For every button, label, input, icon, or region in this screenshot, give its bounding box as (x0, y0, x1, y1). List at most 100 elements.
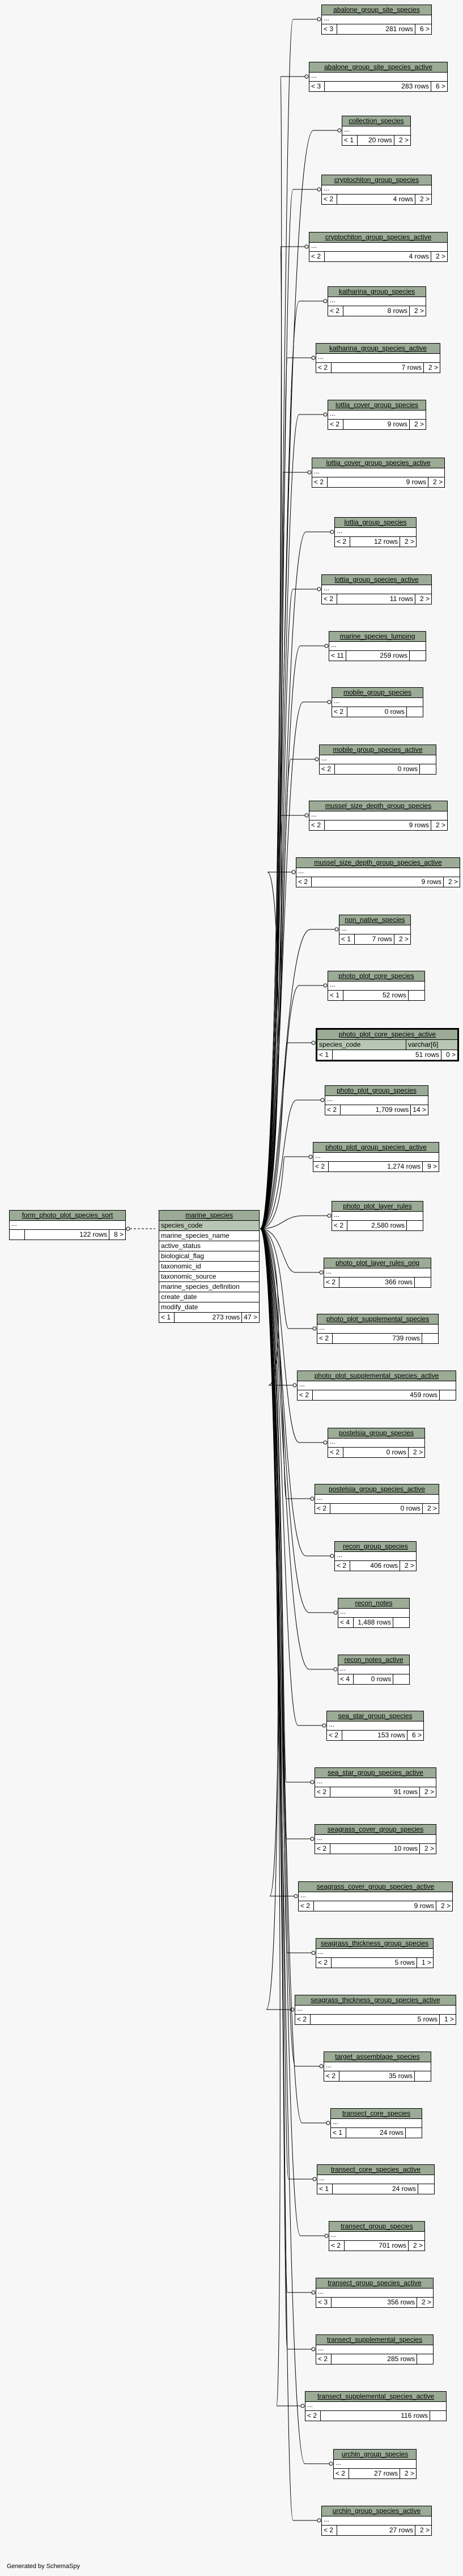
table-seagrass-thickness-group-species-active[interactable]: seagrass_thickness_group_species_active.… (295, 1995, 456, 2025)
table-name[interactable]: photo_plot_layer_rules_orig (324, 1258, 431, 1268)
table-name[interactable]: transect_supplemental_species (316, 2335, 433, 2345)
table-name[interactable]: lottia_cover_group_species (328, 400, 426, 411)
table-seagrass-cover-group-species-active[interactable]: seagrass_cover_group_species_active...< … (298, 1881, 453, 1911)
table-name[interactable]: urchin_group_species_active (322, 2506, 431, 2516)
table-name[interactable]: photo_plot_supplemental_species_active (298, 1371, 456, 1381)
relationship-edge (260, 414, 324, 1229)
table-name[interactable]: cryptochiton_group_species_active (309, 232, 447, 243)
table-name[interactable]: transect_core_species_active (317, 2165, 434, 2175)
table-name[interactable]: marine_species_lumping (329, 632, 426, 642)
table-name[interactable]: transect_group_species (329, 2222, 424, 2232)
table-name[interactable]: lottia_group_species_active (322, 575, 431, 585)
table-mussel-size-depth-group-species-active[interactable]: mussel_size_depth_group_species_active..… (296, 857, 460, 887)
table-form-photo-plot-species-sort[interactable]: form_photo_plot_species_sort ... 122 row… (9, 1210, 126, 1240)
table-name[interactable]: transect_group_species_active (316, 2278, 433, 2289)
table-name[interactable]: mobile_group_species_active (320, 745, 436, 755)
table-name[interactable]: mussel_size_depth_group_species (309, 801, 447, 811)
table-photo-plot-core-species-active[interactable]: photo_plot_core_species_active species_c… (316, 1028, 459, 1061)
table-name[interactable]: katharina_group_species_active (316, 344, 440, 354)
table-name[interactable]: seagrass_thickness_group_species_active (295, 1995, 456, 2006)
table-name[interactable]: transect_core_species (331, 2109, 422, 2119)
table-name[interactable]: seagrass_cover_group_species_active (299, 1882, 452, 1892)
table-name[interactable]: form_photo_plot_species_sort (10, 1211, 125, 1221)
table-name[interactable]: photo_plot_group_species_active (313, 1143, 439, 1153)
table-name[interactable]: recon_notes (338, 1598, 409, 1609)
table-name[interactable]: photo_plot_layer_rules (332, 1202, 423, 1212)
table-name[interactable]: postelsia_group_species (328, 1428, 424, 1439)
table-name[interactable]: sea_star_group_species (327, 1711, 423, 1721)
table-name[interactable]: abalone_group_site_species (322, 5, 431, 15)
table-transect-supplemental-species-active[interactable]: transect_supplemental_species_active...<… (305, 2391, 447, 2421)
table-name[interactable]: lottia_cover_group_species_active (312, 458, 444, 468)
column-species-code: species_code varchar[6] (317, 1040, 457, 1050)
table-name[interactable]: postelsia_group_species_active (315, 1484, 439, 1495)
table-name[interactable]: marine_species (159, 1211, 259, 1221)
table-name[interactable]: non_native_species (339, 915, 410, 925)
table-name[interactable]: mobile_group_species (332, 688, 423, 698)
table-name[interactable]: recon_group_species (335, 1542, 416, 1552)
table-photo-plot-supplemental-species-active[interactable]: photo_plot_supplemental_species_active..… (297, 1371, 456, 1401)
table-name[interactable]: transect_supplemental_species_active (305, 2392, 446, 2402)
table-name[interactable]: seagrass_cover_group_species (315, 1825, 436, 1835)
table-name[interactable]: photo_plot_core_species (328, 971, 424, 982)
table-name[interactable]: photo_plot_supplemental_species (317, 1314, 438, 1325)
table-name[interactable]: collection_species (342, 116, 410, 126)
table-name[interactable]: seagrass_thickness_group_species (316, 1939, 433, 1949)
table-name[interactable]: urchin_group_species (334, 2450, 416, 2460)
table-name[interactable]: lottia_group_species (335, 518, 416, 528)
table-name[interactable]: mussel_size_depth_group_species_active (296, 858, 460, 868)
table-marine-species[interactable]: marine_species species_code marine_speci… (159, 1210, 260, 1323)
column-ellipsis: ... (328, 981, 424, 991)
table-name[interactable]: photo_plot_core_species_active (317, 1030, 457, 1040)
table-name[interactable]: photo_plot_group_species (325, 1086, 428, 1096)
table-name[interactable]: abalone_group_site_species_active (309, 62, 447, 73)
table-name[interactable]: cryptochiton_group_species (322, 175, 431, 185)
table-name[interactable]: katharina_group_species (328, 287, 426, 297)
table-name[interactable]: recon_notes_active (338, 1655, 409, 1665)
table-name[interactable]: sea_star_group_species_active (315, 1768, 436, 1778)
table-name[interactable]: target_assemblage_species (324, 2052, 431, 2062)
